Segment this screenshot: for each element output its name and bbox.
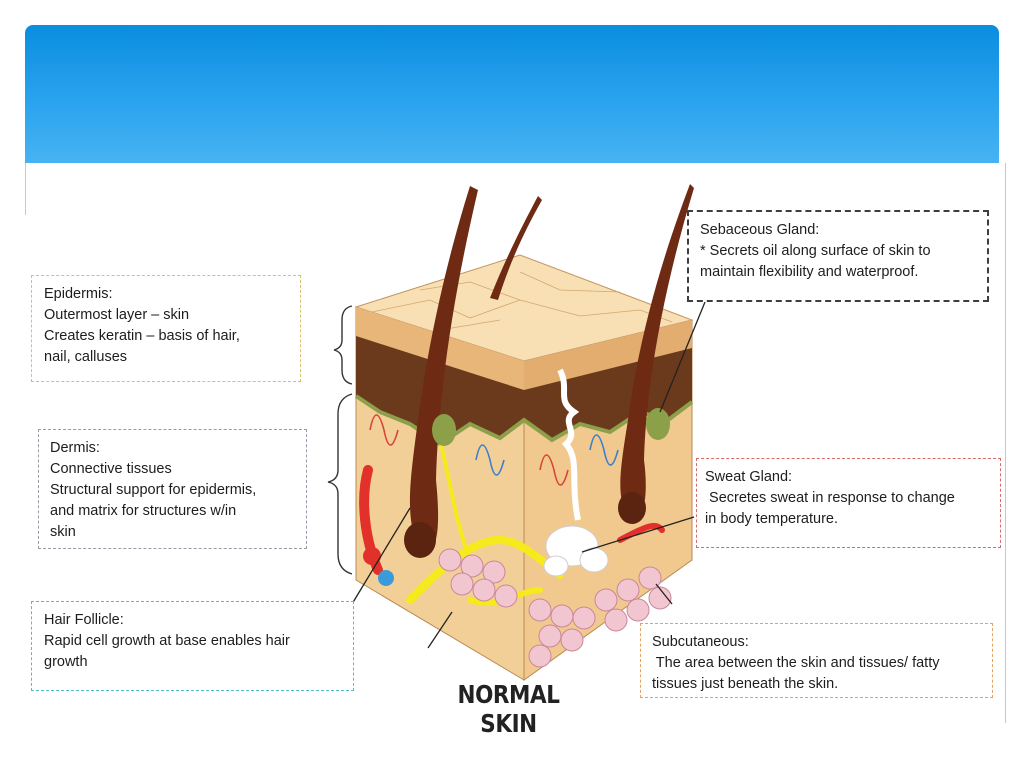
callout-sebaceous-gland-line: maintain flexibility and waterproof. xyxy=(700,264,919,280)
callout-sweat-gland-title: Sweat Gland: xyxy=(705,469,793,485)
dermis-bracket xyxy=(327,393,353,575)
callout-subcutaneous-line: The area between the skin and tissues/ f… xyxy=(652,655,940,671)
callout-hair-follicle-title: Hair Follicle: xyxy=(44,612,124,628)
callout-epidermis-line: nail, calluses xyxy=(44,349,128,365)
sweat-gland xyxy=(543,368,609,577)
callout-subcutaneous: Subcutaneous: The area between the skin … xyxy=(640,623,993,698)
callout-dermis: Dermis: Connective tissues Structural su… xyxy=(38,429,307,549)
callout-sweat-gland-line: Secretes sweat in response to change xyxy=(705,490,955,506)
callout-subcutaneous-title: Subcutaneous: xyxy=(652,634,749,650)
capillaries xyxy=(369,414,619,486)
callout-subcutaneous-line: tissues just beneath the skin. xyxy=(652,676,839,692)
callout-hair-follicle-line: growth xyxy=(44,654,88,670)
vein-cross-section xyxy=(378,570,394,586)
callout-sweat-gland: Sweat Gland: Secretes sweat in response … xyxy=(696,458,1001,548)
hair-shafts xyxy=(409,184,694,552)
hair-bulbs xyxy=(404,492,646,558)
callout-dermis-line: Structural support for epidermis, xyxy=(50,482,257,498)
diagram-caption: NORMAL SKIN xyxy=(457,680,560,738)
slide-edge-right xyxy=(1005,163,1006,723)
callout-sebaceous-gland: Sebaceous Gland: * Secrets oil along sur… xyxy=(687,210,989,302)
callout-dermis-line: skin xyxy=(50,524,76,540)
callout-epidermis-line: Creates keratin – basis of hair, xyxy=(44,328,240,344)
fat-cells xyxy=(438,548,672,668)
sebaceous-glands xyxy=(432,408,670,446)
slide-edge-left xyxy=(25,163,26,215)
epidermis-surface-lines xyxy=(371,271,673,331)
artery-cross-section xyxy=(363,547,381,565)
callout-dermis-line: Connective tissues xyxy=(50,461,172,477)
header-band xyxy=(25,25,999,163)
callout-epidermis: Epidermis: Outermost layer – skin Create… xyxy=(31,275,301,382)
callout-hair-follicle: Hair Follicle: Rapid cell growth at base… xyxy=(31,601,354,691)
epidermis-bracket xyxy=(333,305,353,385)
callout-dermis-line: and matrix for structures w/in xyxy=(50,503,237,519)
leader-lines xyxy=(351,301,706,649)
callout-sebaceous-gland-title: Sebaceous Gland: xyxy=(700,222,820,238)
callout-hair-follicle-line: Rapid cell growth at base enables hair xyxy=(44,633,290,649)
callout-dermis-title: Dermis: xyxy=(50,440,100,456)
callout-sebaceous-gland-line: * Secrets oil along surface of skin to xyxy=(700,243,931,259)
callout-epidermis-line: Outermost layer – skin xyxy=(44,307,190,323)
callout-sweat-gland-line: in body temperature. xyxy=(705,511,838,527)
callout-epidermis-title: Epidermis: xyxy=(44,286,113,302)
